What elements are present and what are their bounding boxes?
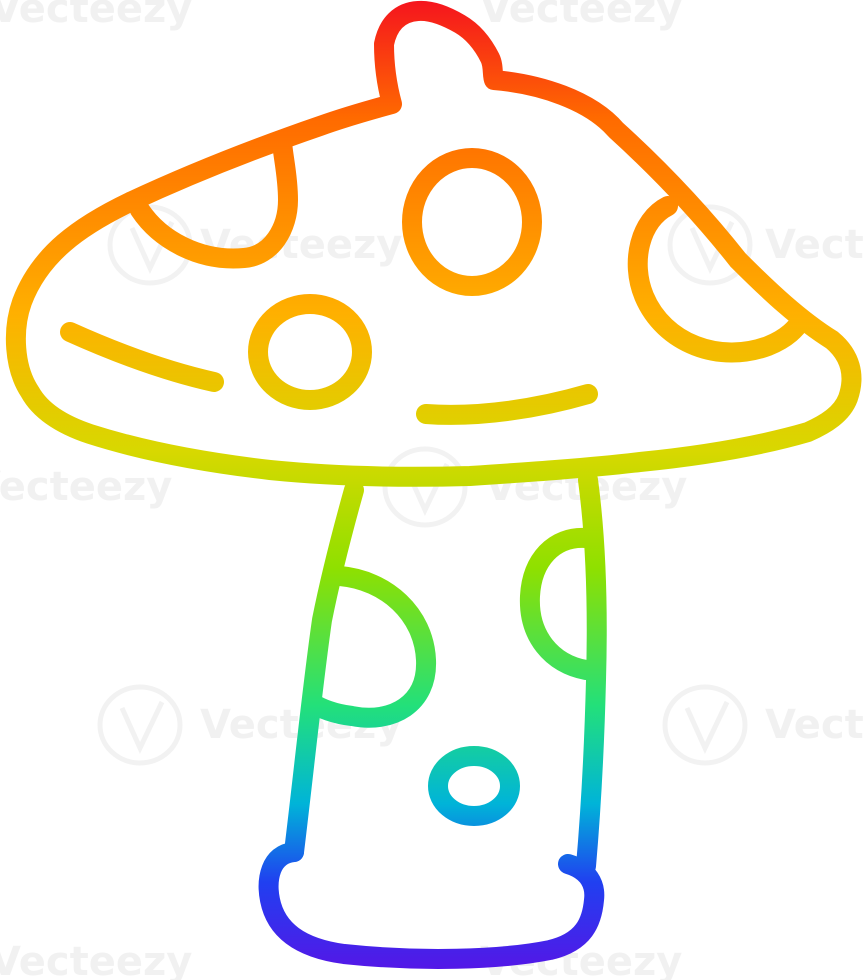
cap-spot xyxy=(402,148,542,296)
mushroom-stem xyxy=(284,480,364,862)
watermark-text: Vecteezy xyxy=(765,222,864,268)
mushroom-cap xyxy=(5,0,862,487)
cap-spot xyxy=(60,322,224,392)
mushroom xyxy=(5,0,862,969)
watermark-text: Vecteezy xyxy=(480,0,682,32)
stem-spot xyxy=(304,566,437,728)
cap-spot xyxy=(627,196,812,363)
stem-spot xyxy=(519,527,596,680)
watermark-logo-icon xyxy=(97,684,183,766)
watermark-logo-icon xyxy=(382,446,468,528)
watermark-text: Vecteezy xyxy=(765,702,864,748)
cap-spot xyxy=(248,294,372,410)
watermark-logo-icon xyxy=(662,684,748,766)
cap-spot xyxy=(130,130,298,269)
stem-spot xyxy=(428,746,520,826)
cap-spot xyxy=(416,384,598,425)
watermark-text: Vecteezy xyxy=(0,0,192,32)
watermark-text: Vecteezy xyxy=(0,939,192,980)
watermark-text: Vecteezy xyxy=(0,464,172,510)
mushroom-stem-base xyxy=(258,842,605,969)
